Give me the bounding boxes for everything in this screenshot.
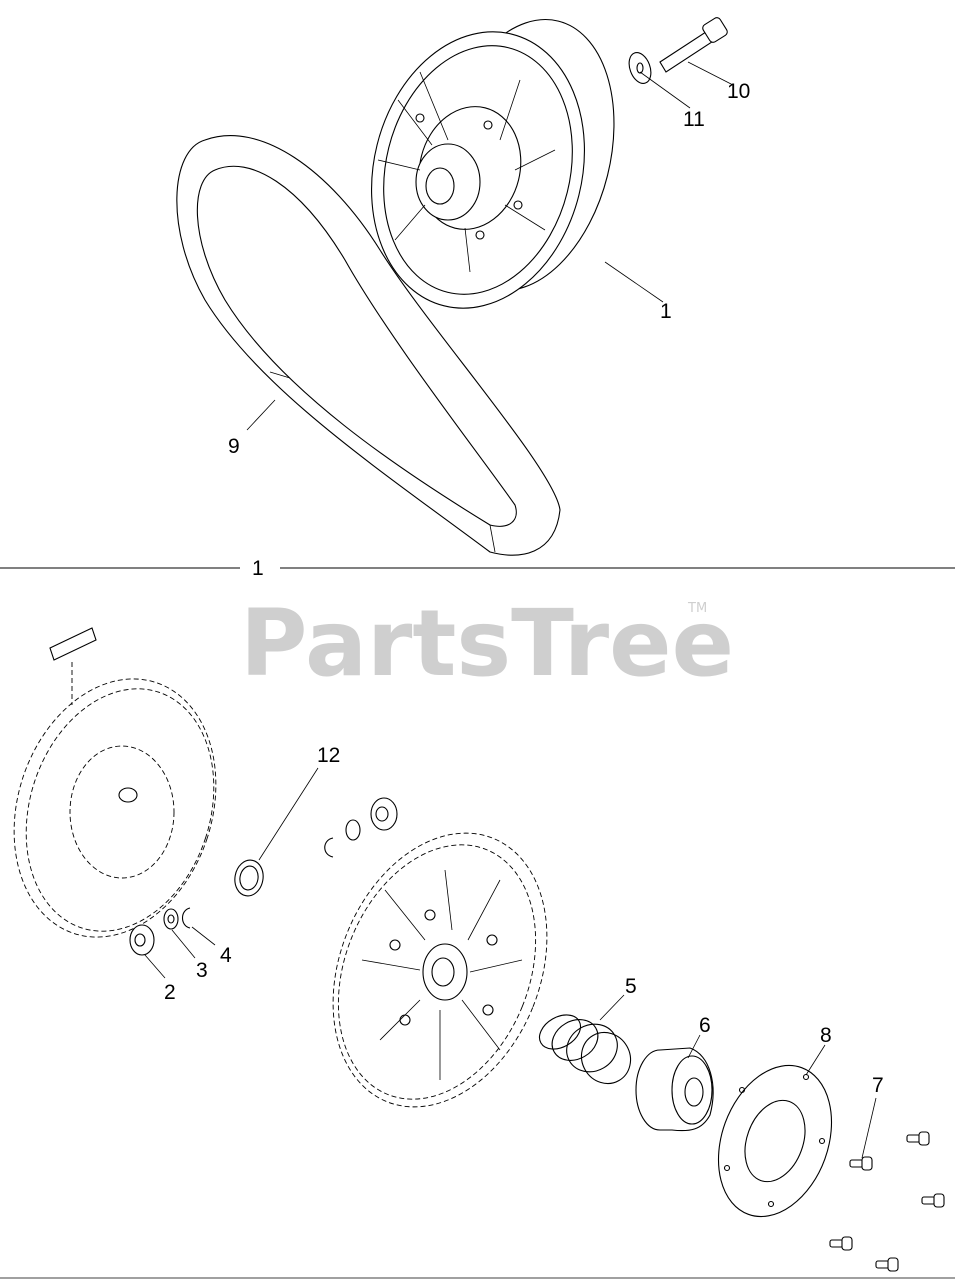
callout-11: 11 — [683, 108, 705, 131]
label-tag — [49, 627, 97, 705]
screw-c — [921, 1193, 945, 1208]
spacer — [129, 924, 155, 956]
callout-leaders-bottom — [144, 767, 877, 1159]
screw-a — [849, 1156, 873, 1171]
watermark-trademark: TM — [687, 601, 707, 616]
cover-plate — [717, 1064, 833, 1218]
callout-10: 10 — [727, 80, 750, 103]
section-divider: 1 — [0, 557, 955, 580]
section-divider-label: 1 — [252, 557, 264, 580]
screw-e — [875, 1257, 899, 1272]
cam — [635, 1047, 714, 1132]
callout-9: 9 — [228, 435, 240, 458]
callout-1-top: 1 — [660, 300, 672, 323]
flat-washer — [628, 52, 652, 84]
spring — [538, 1014, 632, 1085]
callout-12: 12 — [317, 744, 340, 767]
callout-leaders-top — [246, 61, 734, 431]
seal-ring — [234, 859, 264, 897]
callout-2: 2 — [164, 981, 176, 1004]
driven-pulley — [371, 18, 615, 309]
bolt — [659, 17, 728, 73]
callout-8: 8 — [820, 1024, 832, 1047]
e-ring — [181, 907, 191, 929]
bearing-upper — [370, 797, 398, 831]
parts-tree-watermark: PartsTree TM — [240, 590, 734, 697]
callout-4: 4 — [220, 944, 232, 967]
watermark-brand: PartsTree — [240, 590, 734, 697]
callout-7: 7 — [872, 1074, 884, 1097]
e-ring-upper — [324, 837, 334, 858]
drive-belt — [176, 135, 561, 556]
callout-3: 3 — [196, 959, 208, 982]
screw-d — [829, 1236, 853, 1251]
washer — [163, 908, 179, 930]
washer-upper — [345, 819, 361, 841]
screw-b — [906, 1131, 930, 1146]
callout-6: 6 — [699, 1014, 711, 1037]
callout-5: 5 — [625, 975, 637, 998]
movable-sheave — [332, 832, 548, 1108]
fixed-sheave — [13, 678, 217, 938]
